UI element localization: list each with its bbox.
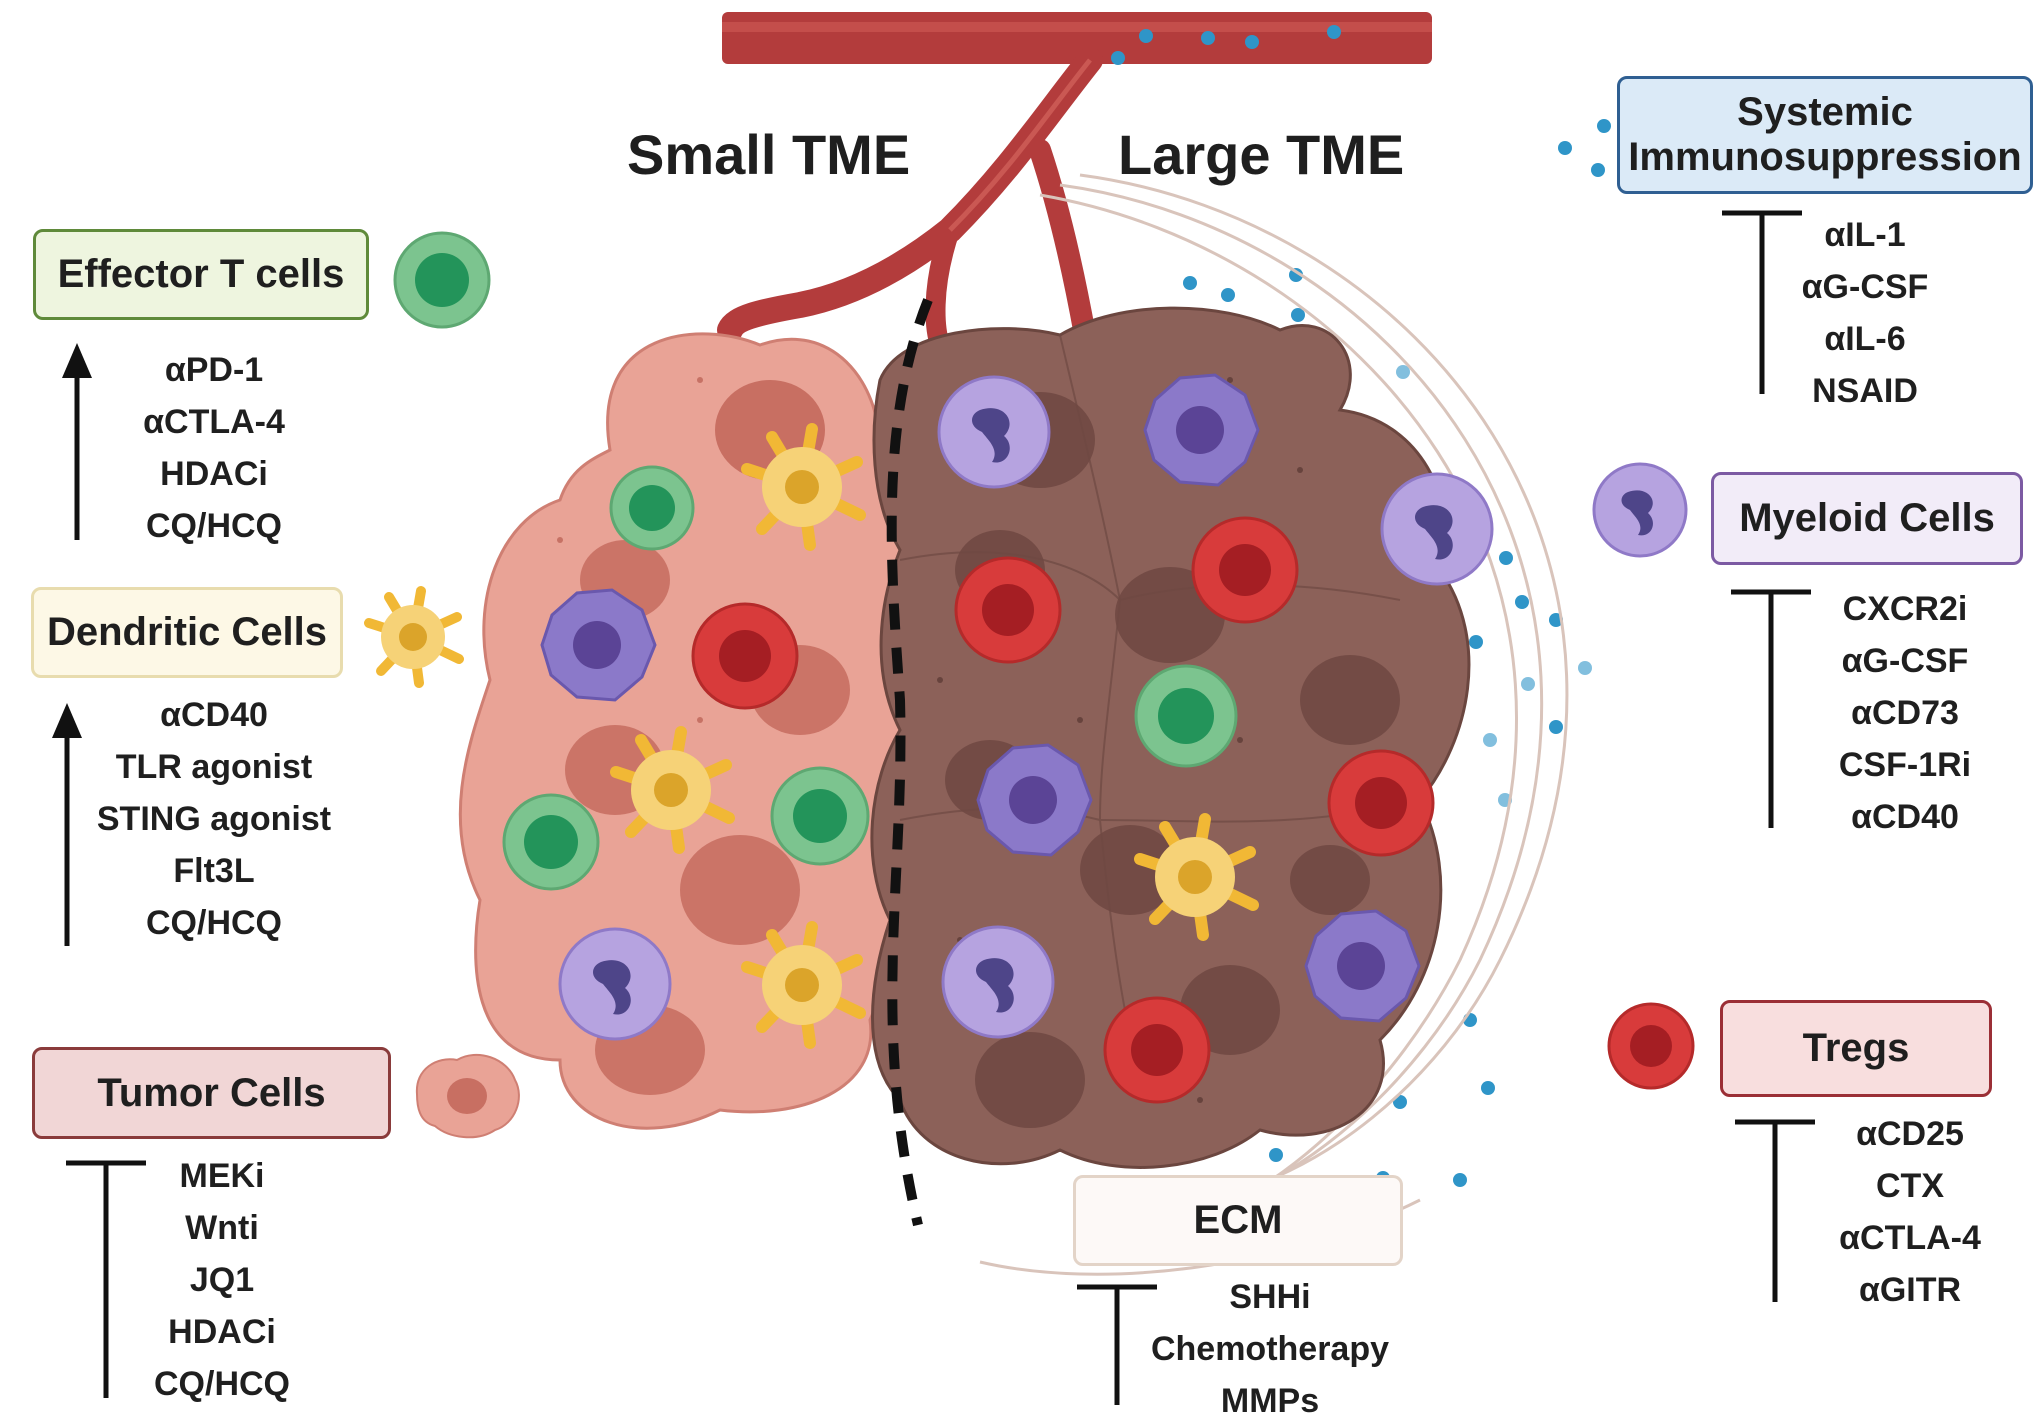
systemic-label-line2: Immunosuppression	[1628, 135, 2022, 179]
dendritic-cells-label: Dendritic Cells	[46, 610, 328, 655]
agent-item: CQ/HCQ	[154, 1365, 290, 1403]
treg-cell-icon	[1607, 1002, 1695, 1090]
agent-item: αPD-1	[164, 351, 264, 389]
agent-item: αCD40	[160, 696, 268, 734]
small-tme-heading: Small TME	[627, 123, 911, 186]
agent-item: Wnti	[185, 1209, 259, 1247]
systemic-immunosuppression-box: Systemic Immunosuppression	[1617, 76, 2033, 194]
agent-item: αCD25	[1856, 1115, 1964, 1153]
agent-item: αG-CSF	[1801, 268, 1929, 306]
dendritic-cells	[610, 423, 1259, 1049]
small-large-divider	[886, 298, 933, 1227]
agent-item: JQ1	[189, 1261, 255, 1299]
agent-item: αCTLA-4	[1839, 1219, 1981, 1257]
effector-t-cells	[502, 465, 1238, 891]
agent-item: HDACi	[168, 1313, 276, 1351]
promote-arrows	[52, 343, 92, 946]
large-tme-heading: Large TME	[1118, 123, 1405, 186]
ecm-box: ECM	[1073, 1175, 1403, 1266]
effector-t-cell-icon	[393, 231, 491, 329]
dendritic-agents: αCD40 TLR agonist STING agonist Flt3L CQ…	[74, 689, 354, 949]
inhibit-bars	[66, 210, 1815, 1405]
tumor-cells-box: Tumor Cells	[32, 1047, 391, 1139]
agent-item: αG-CSF	[1841, 642, 1969, 680]
effector-t-cells-box: Effector T cells	[33, 229, 369, 320]
agent-item: TLR agonist	[115, 748, 313, 786]
ecm-label: ECM	[1193, 1198, 1283, 1243]
agent-item: CXCR2i	[1842, 590, 1968, 628]
agent-item: αCD73	[1851, 694, 1959, 732]
blood-vessel	[717, 12, 1432, 355]
agent-item: Chemotherapy	[1150, 1330, 1390, 1368]
agent-item: αCD40	[1851, 798, 1959, 836]
agent-item: STING agonist	[96, 800, 332, 838]
agent-item: MMPs	[1220, 1382, 1320, 1420]
agent-item: HDACi	[160, 455, 268, 493]
agent-item: NSAID	[1812, 372, 1918, 410]
agent-item: αCTLA-4	[143, 403, 285, 441]
tumor-cell-icon	[415, 1053, 520, 1139]
agent-item: SHHi	[1229, 1278, 1311, 1316]
agent-item: CSF-1Ri	[1838, 746, 1972, 784]
tumor-agents: MEKi Wnti JQ1 HDACi CQ/HCQ	[122, 1150, 322, 1410]
agent-item: αIL-6	[1824, 320, 1906, 358]
agent-item: αGITR	[1858, 1271, 1962, 1309]
agent-item: CQ/HCQ	[146, 904, 282, 942]
effector-agents: αPD-1 αCTLA-4 HDACi CQ/HCQ	[104, 344, 324, 552]
effector-t-cells-label: Effector T cells	[57, 252, 345, 297]
treg-cells	[691, 516, 1435, 1104]
agent-item: αIL-1	[1824, 216, 1906, 254]
ecm-agents: SHHi Chemotherapy MMPs	[1130, 1271, 1410, 1427]
agent-item: CTX	[1876, 1167, 1944, 1205]
myeloid-cells-label: Myeloid Cells	[1739, 496, 1995, 541]
systemic-agents: αIL-1 αG-CSF αIL-6 NSAID	[1770, 209, 1960, 417]
myeloid-cells	[540, 373, 1688, 1041]
agent-item: CQ/HCQ	[146, 507, 282, 545]
dendritic-cells-box: Dendritic Cells	[31, 587, 343, 678]
tregs-agents: αCD25 CTX αCTLA-4 αGITR	[1810, 1108, 2010, 1316]
agent-item: Flt3L	[173, 852, 255, 890]
dendritic-cell-icon	[364, 586, 464, 688]
agent-item: MEKi	[179, 1157, 265, 1195]
tregs-box: Tregs	[1720, 1000, 1992, 1097]
systemic-label-line1: Systemic	[1737, 90, 1913, 135]
tumor-cells-label: Tumor Cells	[97, 1070, 326, 1115]
tregs-label: Tregs	[1802, 1026, 1910, 1071]
myeloid-agents: CXCR2i αG-CSF αCD73 CSF-1Ri αCD40	[1805, 583, 2005, 843]
myeloid-cells-box: Myeloid Cells	[1711, 472, 2023, 565]
